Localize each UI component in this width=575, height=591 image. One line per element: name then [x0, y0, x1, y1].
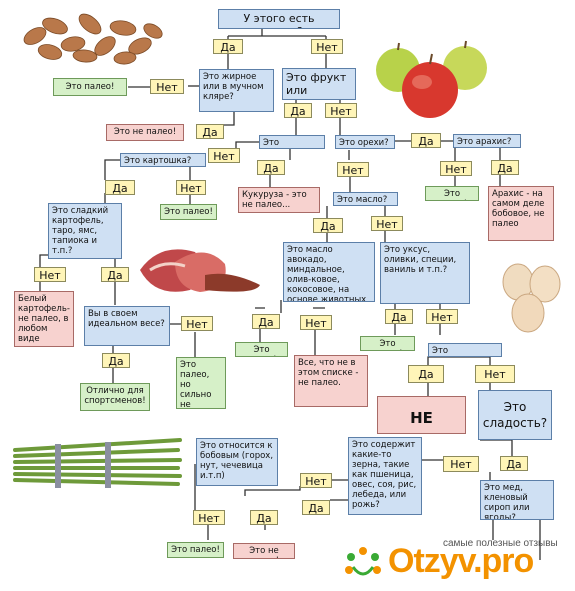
otzyv-logo-icon: [345, 547, 381, 576]
result-paleo: Это палео!: [160, 204, 217, 220]
question-fruit-veg: Это фрукт или овощь?: [282, 68, 356, 100]
answer-yes: Да: [250, 510, 278, 525]
question-legumes: Это относится к бобовым (горох, нут, чеч…: [196, 438, 278, 486]
answer-no: Нет: [371, 216, 403, 231]
question-fatty-battered: Это жирное или в мучном кляре?: [199, 69, 274, 112]
result-paleo: Это палео!: [53, 78, 127, 96]
question-ideal-weight: Вы в своем идеальном весе?: [84, 306, 170, 346]
answer-no: Нет: [337, 162, 369, 177]
answer-yes: Да: [408, 365, 444, 383]
question-sweet-potato: Это сладкий картофель, таро, ямс, тапиок…: [48, 203, 122, 259]
result-white-potato: Белый картофель- не палео, в любом виде: [14, 291, 74, 347]
answer-yes: Да: [302, 500, 330, 515]
question-sweet: Это сладость?: [478, 390, 552, 440]
question-healthy-oils: Это масло авокадо, миндальное, олив-ково…: [283, 242, 375, 302]
answer-no: Нет: [475, 365, 515, 383]
answer-yes: Да: [491, 160, 519, 175]
result-paleo: Это палео!: [425, 186, 479, 201]
question-potato: Это картошка?: [120, 153, 206, 167]
question-has-face: У этого есть «лицо»?: [218, 9, 340, 29]
answer-yes: Да: [102, 353, 130, 368]
answer-no: Нет: [443, 456, 479, 472]
result-not-paleo: Это не палео!: [106, 124, 184, 141]
result-peanut-legume: Арахис - на самом деле бобовое, не палео: [488, 186, 554, 241]
question-dairy: Это молочное?: [428, 343, 502, 357]
question-peanut: Это арахис?: [453, 134, 521, 148]
question-nuts: Это орехи?: [335, 135, 395, 149]
almonds-image: [23, 13, 163, 65]
watermark-logo: Otzyv.pro: [388, 542, 534, 580]
answer-yes: Да: [500, 456, 528, 471]
watermark-caption: самые полезные отзывы: [443, 538, 558, 549]
question-honey-berries: Это мед, кленовый сироп или ягоды?: [480, 480, 554, 520]
answer-yes: Да: [385, 309, 413, 324]
result-paleo: Это палео!: [360, 336, 415, 351]
answer-no: Нет: [300, 315, 332, 330]
result-paleo: Это палео!: [235, 342, 288, 357]
question-vinegar-spices: Это уксус, оливки, специи, ваниль и т.п.…: [380, 242, 470, 304]
answer-yes: Да: [284, 103, 312, 118]
answer-no: Нет: [181, 316, 213, 331]
question-grains: Это содержит какие-то зерна, такие как п…: [348, 437, 422, 515]
question-corn: Это кукуруза?: [259, 135, 325, 149]
result-corn-not-paleo: Кукуруза - это не палео...: [238, 187, 320, 213]
answer-no: Нет: [208, 148, 240, 163]
question-oil: Это масло?: [333, 192, 398, 206]
answer-no: Нет: [426, 309, 458, 324]
answer-no: Нет: [193, 510, 225, 525]
eggs-image: [502, 263, 561, 333]
result-not-paleo-big: НЕ ПАЛЕО: [377, 396, 466, 434]
answer-no: Нет: [325, 103, 357, 118]
answer-no: Нет: [150, 79, 184, 94]
answer-yes: Да: [101, 267, 129, 282]
result-paleo-moderation: Это палео, но сильно не увлекайтесь: [176, 357, 226, 409]
result-not-in-list: Все, что не в этом списке - не палео.: [294, 355, 368, 407]
asparagus-image: [13, 438, 182, 488]
answer-no: Нет: [311, 39, 343, 54]
answer-yes: Да: [313, 218, 343, 233]
meat-image: [140, 249, 260, 292]
answer-yes: Да: [213, 39, 243, 54]
answer-yes: Да: [196, 124, 224, 139]
apples-image: [376, 40, 487, 118]
answer-yes: Да: [252, 314, 280, 329]
answer-no: Нет: [300, 473, 332, 488]
answer-yes: Да: [411, 133, 441, 148]
answer-yes: Да: [257, 160, 285, 175]
answer-no: Нет: [440, 161, 472, 176]
answer-no: Нет: [176, 180, 206, 195]
answer-yes: Да: [105, 180, 135, 195]
result-not-paleo: Это не палео!: [233, 543, 295, 559]
result-paleo: Это палео!: [167, 542, 224, 558]
result-athletes: Отлично для спортсменов!: [80, 383, 150, 411]
answer-no: Нет: [34, 267, 66, 282]
